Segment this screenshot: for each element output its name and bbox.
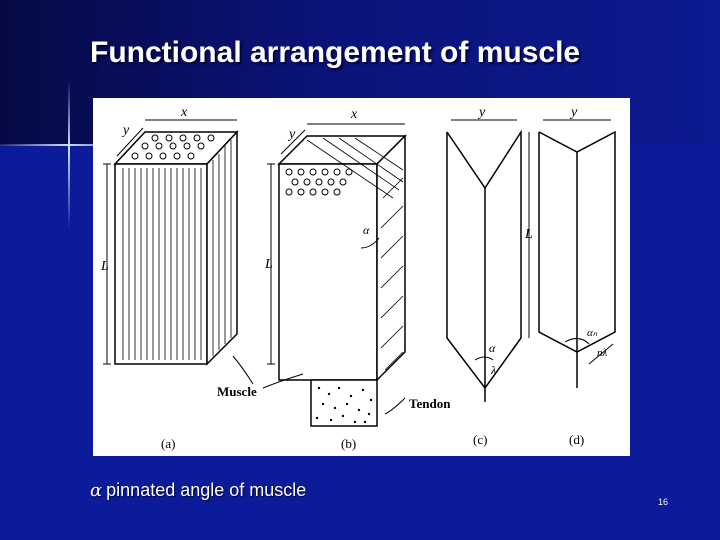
diagram-b-block [267,123,407,427]
label-d: (d) [569,432,584,447]
label-x-a: x [180,105,188,120]
label-lambda-c: λ [490,363,496,377]
label-y-c: y [477,105,486,120]
diagram-d-outline [538,119,616,388]
label-L-a: L [100,259,109,274]
label-alpha-c: α [489,341,496,355]
label-n-lambda-d: nλ [597,347,608,359]
sparkle-decoration [0,144,150,146]
diagram-a-block [103,119,239,366]
page-number: 16 [658,497,669,507]
label-alpha-b: α [363,223,370,237]
slide-title: Functional arrangement of muscle [90,36,581,69]
diagram-c-outline [446,119,530,402]
label-y-b: y [287,127,296,142]
label-tendon: Tendon [409,396,451,411]
alpha-symbol: α [90,480,103,501]
label-x-b: x [350,107,358,122]
label-muscle: Muscle [217,384,257,399]
sparkle-decoration-vertical [68,80,70,230]
label-y-d: y [569,105,578,120]
figure-drawing: x y L x y L α y L α λ y αₙ nλ Muscle Ten… [100,105,616,451]
muscle-arrangement-figure: x y L x y L α y L α λ y αₙ nλ Muscle Ten… [93,98,630,456]
label-y-a: y [121,123,130,138]
caption-text: pinnated angle of muscle [106,480,307,500]
label-L-c: L [524,227,533,242]
label-alpha-n-d: αₙ [587,327,598,339]
label-a: (a) [161,436,175,451]
label-c: (c) [473,432,487,447]
label-b: (b) [341,436,356,451]
label-L-b: L [264,257,273,272]
